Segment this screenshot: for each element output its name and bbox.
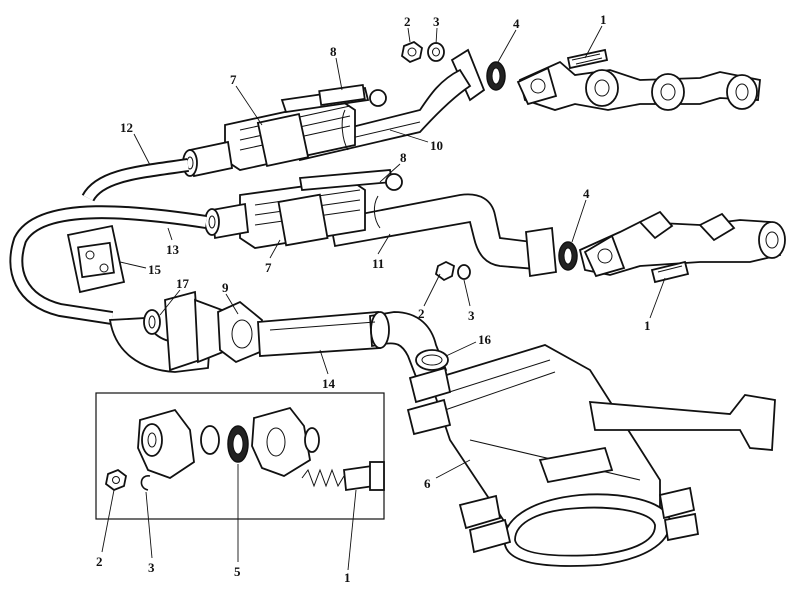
- inset-flange-right: [251, 406, 320, 477]
- callout-7-upper: 7: [230, 72, 237, 87]
- gasket-ring-middle: [558, 241, 578, 271]
- callout-17: 17: [176, 276, 190, 291]
- lock-washer-middle: [457, 264, 471, 280]
- middle-exhaust-manifold: [578, 210, 786, 278]
- callout-11: 11: [372, 256, 384, 271]
- callout-8-middle: 8: [400, 150, 407, 165]
- callout-13: 13: [166, 242, 180, 257]
- inset-nut: [105, 468, 127, 492]
- middle-exhaust-pipe: [328, 193, 557, 278]
- callout-4-middle: 4: [583, 186, 590, 201]
- air-hose-upper: [81, 158, 190, 202]
- nut-middle: [434, 260, 456, 282]
- inset-detail-panel: [95, 392, 385, 520]
- intermediate-pipe: [257, 311, 448, 384]
- air-hose-lower: [9, 205, 208, 325]
- callout-15: 15: [148, 262, 162, 277]
- middle-exhaust-brake-valve: [204, 179, 366, 249]
- callout-2-inset: 2: [96, 554, 103, 569]
- control-valve-bracket: [66, 224, 126, 294]
- callout-7-middle: 7: [265, 260, 272, 275]
- callout-1-upper: 1: [600, 12, 607, 27]
- leader-lines: [101, 25, 666, 571]
- callout-2-upper: 2: [404, 14, 411, 29]
- muffler: [406, 344, 700, 567]
- inset-gasket-ring: [227, 425, 249, 463]
- clamp-16: [415, 349, 449, 371]
- callout-labels: 1 2 3 4 7 8 10 12 8 4 13 7 11 15 2 3 17 …: [96, 12, 651, 585]
- callout-3-upper: 3: [433, 14, 440, 29]
- callout-10: 10: [430, 138, 443, 153]
- gasket-ring-upper: [486, 61, 506, 91]
- callout-3-inset: 3: [148, 560, 155, 575]
- upper-exhaust-manifold: [516, 60, 761, 111]
- callout-12: 12: [120, 120, 133, 135]
- callout-9: 9: [222, 280, 229, 295]
- tail-pipe: [588, 394, 776, 451]
- exhaust-flange-joint: [217, 300, 263, 364]
- callout-1-middle: 1: [644, 318, 651, 333]
- callout-8-upper: 8: [330, 44, 337, 59]
- callout-16: 16: [478, 332, 492, 347]
- lock-washer-upper: [427, 42, 445, 62]
- inset-flange-left: [137, 408, 220, 480]
- callout-5-inset: 5: [234, 564, 241, 579]
- upper-pneumatic-cylinder: [280, 83, 387, 151]
- nut-upper: [401, 40, 423, 64]
- inset-bolt-spring: [301, 461, 385, 492]
- middle-pneumatic-cylinder: [298, 169, 403, 229]
- upper-exhaust-brake-valve: [182, 99, 356, 178]
- callout-6: 6: [424, 476, 431, 491]
- stud-bolt-middle: [650, 260, 690, 284]
- callout-14: 14: [322, 376, 336, 391]
- callout-4-upper: 4: [513, 16, 520, 31]
- inset-lock-washer: [140, 475, 151, 491]
- callout-3-middle: 3: [468, 308, 475, 323]
- callout-2-middle: 2: [418, 306, 425, 321]
- callout-1-inset: 1: [344, 570, 351, 585]
